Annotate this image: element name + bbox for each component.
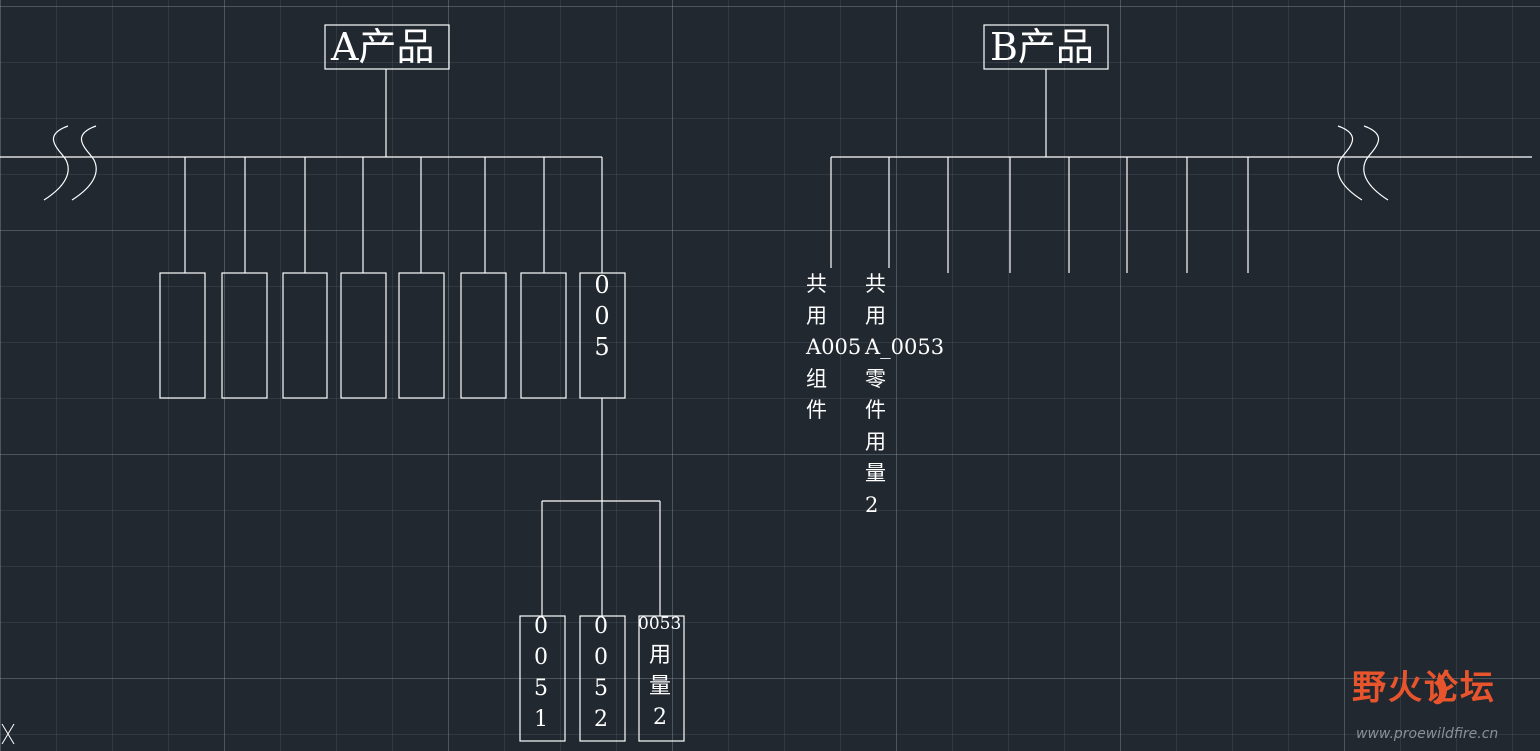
ucs-x-marker — [1, 723, 15, 745]
a0053-box — [638, 615, 685, 742]
a-child-box-2 — [221, 272, 268, 399]
a-product-box — [324, 24, 450, 70]
a005-label: 0 0 5 — [594, 271, 610, 361]
a0052-label: 0 0 5 2 — [594, 614, 608, 732]
b-product-label: B产品 — [990, 25, 1094, 69]
watermark-title: 野火论坛 — [1352, 668, 1496, 708]
b-shared-assembly-note: 共 用 A005 组 件 — [806, 272, 862, 422]
a-child-box-5 — [398, 272, 445, 399]
watermark-url: www.proewildfire.cn — [1356, 726, 1499, 742]
a0051-box — [519, 615, 566, 742]
a0052-box — [579, 615, 626, 742]
a0053-usage: 用 量 2 — [648, 643, 671, 730]
b-shared-part-note: 共 用 A_0053 零 件 用 量 2 — [865, 272, 945, 517]
a-child-box-6 — [460, 272, 507, 399]
break-symbol-right — [1337, 125, 1389, 201]
break-symbol-left — [43, 125, 97, 201]
a-child-box-7 — [520, 272, 567, 399]
a-child-box-3 — [282, 272, 328, 399]
flame-icon — [1433, 672, 1447, 705]
a0051-label: 0 0 5 1 — [534, 614, 548, 732]
a-product-label: A产品 — [331, 25, 435, 69]
a0053-code: 0053 — [638, 614, 682, 634]
a-child-box-1 — [159, 272, 206, 399]
a-child-box-4 — [340, 272, 387, 399]
